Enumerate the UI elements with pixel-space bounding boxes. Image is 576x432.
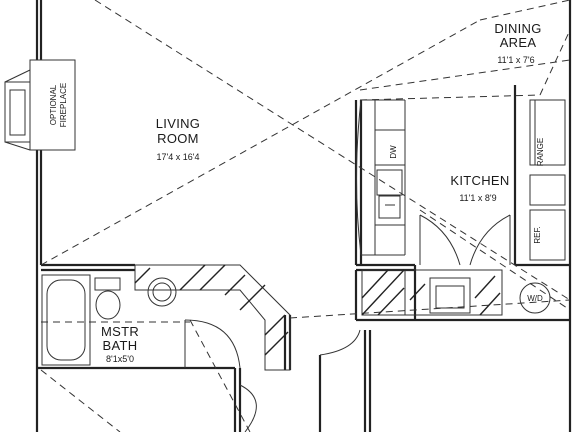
master-bath-title-2: BATH [103,338,138,353]
range-label: RANGE [536,138,545,166]
dishwasher-label: DW [389,145,398,159]
washer-label: W/D [527,294,543,303]
room-labels: LIVING ROOM 17'4 x 16'4 DINING AREA 11'1… [101,21,545,364]
master-bath-dimensions: 8'1x5'0 [106,354,134,364]
living-room-dimensions: 17'4 x 16'4 [157,152,200,162]
kitchen-title: KITCHEN [450,173,509,188]
fireplace-label-1: OPTIONAL [49,84,58,125]
kitchen-doors [419,214,511,266]
kitchen-counters [356,99,566,261]
kitchen-dimensions: 11'1 x 8'9 [459,193,496,203]
bath-fixtures [41,264,361,432]
ceiling-lines [40,0,571,432]
refrigerator-label: REF. [533,226,542,243]
laundry-area: W/D [361,269,551,316]
walls [35,0,572,432]
dining-area-dimensions: 11'1 x 7'6 [497,55,534,65]
living-room-title-2: ROOM [157,131,199,146]
fireplace-label-2: FIREPLACE [59,83,68,127]
dining-area-title-2: AREA [500,35,537,50]
dining-area-title-1: DINING [494,21,541,36]
fireplace: OPTIONAL FIREPLACE [4,59,76,151]
living-room-title-1: LIVING [156,116,200,131]
master-bath-title-1: MSTR [101,324,139,339]
